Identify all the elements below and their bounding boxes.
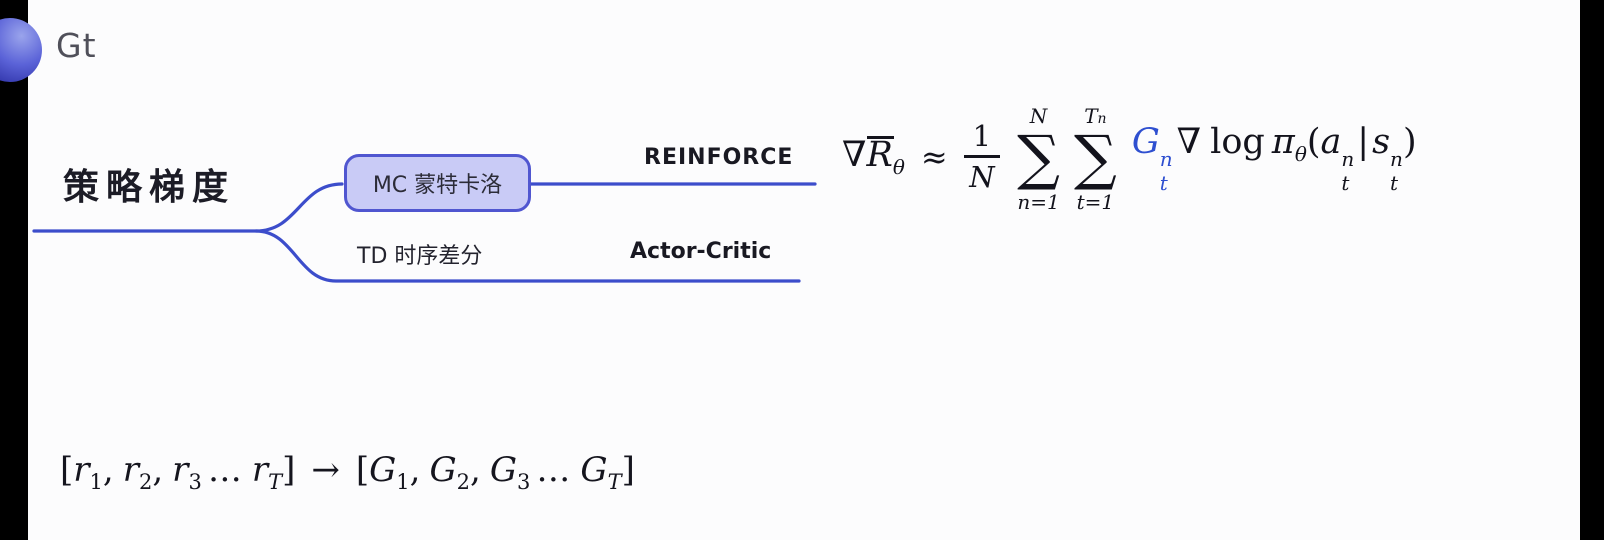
- grad-rbar-term: ∇Rθ: [842, 135, 905, 179]
- fraction-numerator: 1: [963, 122, 1001, 158]
- sum-over-episodes: N ∑ n=1: [1017, 102, 1060, 212]
- mc-node: MC 蒙特卡洛: [344, 154, 531, 212]
- comma: ,: [470, 450, 481, 490]
- mc-node-label: MC 蒙特卡洛: [372, 173, 503, 198]
- G-symbol: G: [1131, 121, 1160, 162]
- reward-symbol: r: [251, 450, 269, 490]
- conditional-bar: |: [1357, 121, 1370, 162]
- subscript-2: 2: [138, 469, 153, 494]
- subscript-T: T: [268, 469, 283, 494]
- ellipsis: …: [536, 450, 571, 490]
- comma: ,: [102, 450, 114, 490]
- reward-symbol: r: [122, 450, 139, 490]
- T-symbol: T: [1084, 104, 1098, 128]
- slide-background: [28, 0, 1580, 540]
- r-bar-symbol: R: [866, 135, 895, 175]
- letterbox-left: [0, 0, 28, 540]
- subscript-t: t: [1341, 170, 1350, 195]
- arrow-icon: →: [311, 450, 340, 490]
- pi-symbol: π: [1271, 121, 1295, 162]
- root-node-label: 策略梯度: [63, 167, 236, 208]
- reward-symbol: r: [172, 450, 189, 490]
- td-node-label: TD 时序差分: [357, 244, 483, 269]
- theta-subscript: θ: [892, 155, 905, 179]
- ellipsis: …: [207, 450, 242, 490]
- sum-upper-limit: N: [1029, 104, 1048, 128]
- theta-subscript: θ: [1294, 141, 1307, 166]
- subscript-3: 3: [188, 469, 202, 494]
- letterbox-right: [1580, 0, 1604, 540]
- sum-lower-limit: n=1: [1017, 190, 1060, 214]
- n-subscript: n: [1097, 111, 1107, 127]
- comma: ,: [152, 450, 164, 490]
- one-over-N-fraction: 1 N: [963, 122, 1001, 194]
- sigma-symbol: ∑: [1073, 123, 1117, 193]
- superscript-n: n: [1390, 146, 1403, 171]
- log-operator: log: [1210, 121, 1265, 162]
- return-symbol: G: [580, 450, 608, 490]
- subscript-t: t: [1390, 170, 1399, 195]
- return-symbol: G: [429, 450, 457, 490]
- nabla-icon: ∇: [842, 135, 867, 175]
- comma: ,: [409, 450, 421, 490]
- superscript-n: n: [1159, 146, 1173, 171]
- reward-symbol: r: [73, 450, 90, 490]
- actor-critic-label: Actor-Critic: [630, 239, 772, 264]
- action-symbol: a: [1320, 121, 1342, 162]
- nabla-icon: ∇: [1176, 121, 1202, 162]
- open-paren: (: [1306, 121, 1321, 162]
- close-paren: ): [1402, 121, 1417, 162]
- subscript-t: t: [1159, 170, 1168, 195]
- subscript-1: 1: [89, 469, 103, 494]
- subscript-T: T: [607, 469, 622, 494]
- sigma-symbol: ∑: [1017, 123, 1060, 193]
- superscript-n: n: [1341, 146, 1355, 171]
- approx-symbol: ≈: [920, 138, 948, 176]
- sum-lower-limit: t=1: [1076, 190, 1115, 214]
- reinforce-label: REINFORCE: [644, 145, 794, 170]
- root-to-td-line: [254, 229, 801, 283]
- fraction-denominator: N: [969, 160, 995, 194]
- subscript-1: 1: [396, 469, 410, 494]
- close-bracket: ]: [621, 450, 635, 490]
- subscript-3: 3: [517, 469, 531, 494]
- subscript-2: 2: [456, 469, 471, 494]
- return-symbol: G: [369, 450, 397, 490]
- open-bracket: [: [355, 450, 370, 490]
- state-symbol: s: [1372, 121, 1391, 162]
- close-bracket: ]: [282, 450, 296, 490]
- return-symbol: G: [489, 450, 518, 490]
- open-bracket: [: [60, 450, 74, 490]
- reward-to-return-formula: [r1,r2,r3…rT]→[G1,G2,G3…GT]: [60, 450, 635, 494]
- watermark-label: Gt: [56, 26, 97, 65]
